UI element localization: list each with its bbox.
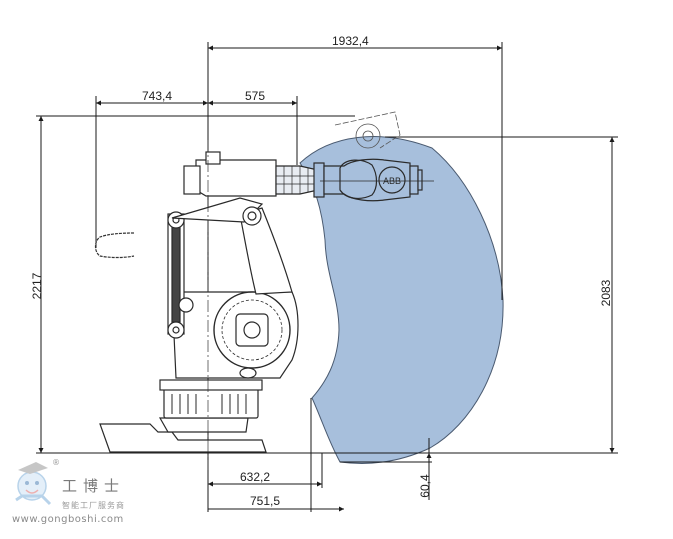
dim-upper-left: 743,4 (142, 89, 173, 103)
robot-body (99, 151, 319, 453)
dim-top-overall: 1932,4 (332, 34, 369, 48)
working-envelope (299, 136, 504, 464)
dim-bottom-outer: 751,5 (250, 494, 281, 508)
dim-upper-right: 575 (245, 89, 266, 103)
watermark-tagline: 智能工厂服务商 (62, 501, 125, 510)
ghost-wrist-outline (334, 111, 401, 149)
watermark-mascot-icon (15, 462, 52, 506)
watermark-url: www.gongboshi.com (12, 514, 124, 525)
dim-bottom-offset: 60,4 (418, 474, 432, 498)
watermark-registered: ® (52, 458, 61, 467)
dimension-lines (36, 42, 618, 512)
dim-bottom-inner: 632,2 (240, 470, 271, 484)
robot-wrist (313, 158, 434, 202)
rear-reach-outline (94, 232, 135, 259)
watermark-brand: 工博士 (62, 477, 126, 495)
wrist-logo: ABB (383, 176, 401, 186)
dim-right-height: 2083 (599, 279, 613, 307)
dim-left-height: 2217 (30, 272, 44, 300)
